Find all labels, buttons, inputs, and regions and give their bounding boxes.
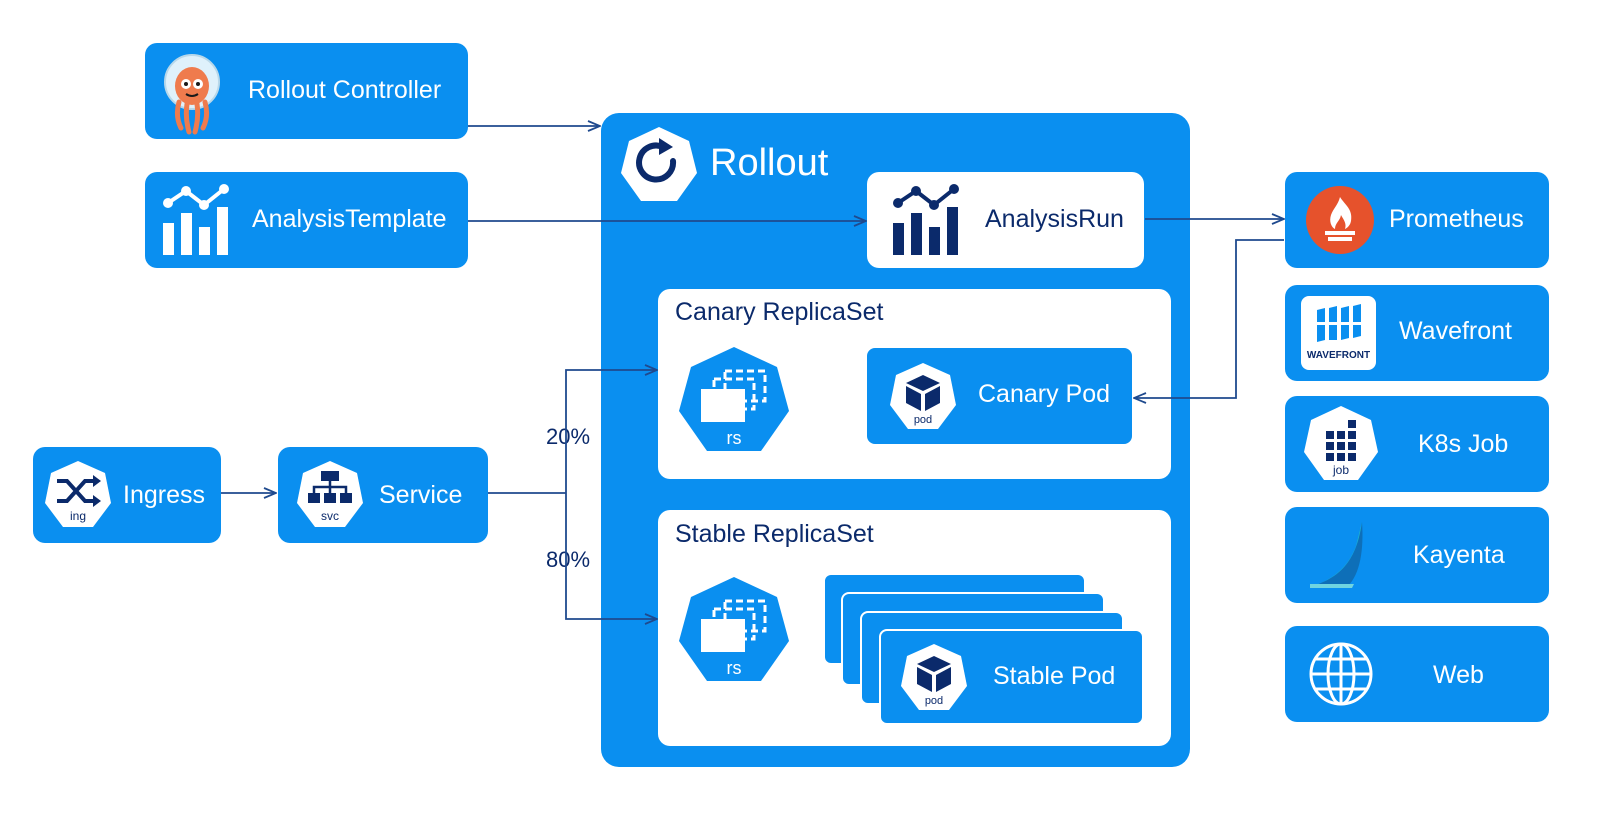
rs-text: rs <box>727 658 742 678</box>
pod-text: pod <box>914 414 932 426</box>
stable-traffic-percent: 80% <box>546 547 591 572</box>
job-text: job <box>1332 463 1349 477</box>
wavefront-logo-icon: WAVEFRONT <box>1301 296 1376 370</box>
rollout-refresh-icon <box>621 127 697 201</box>
canary-pod-label: Canary Pod <box>978 380 1111 408</box>
service-hierarchy-icon: svc <box>297 461 363 527</box>
arrow-service-to-stable <box>565 493 657 619</box>
job-grid-icon: job <box>1304 406 1378 480</box>
pod-cube-icon: pod <box>901 644 967 710</box>
web-label: Web <box>1433 661 1484 689</box>
globe-icon <box>1309 642 1373 706</box>
arrow-prometheus-to-canary-pod <box>1134 239 1284 398</box>
wavefront-logo-text: WAVEFRONT <box>1307 350 1370 361</box>
k8s-job-label: K8s Job <box>1418 430 1509 458</box>
wavefront-label: Wavefront <box>1399 317 1513 345</box>
stable-replicaset-title: Stable ReplicaSet <box>675 520 874 548</box>
prometheus-flame-icon <box>1306 186 1374 254</box>
analytics-chart-icon <box>163 184 229 255</box>
stable-pod-label: Stable Pod <box>993 662 1116 690</box>
replicaset-icon: rs <box>679 577 789 681</box>
kayenta-sail-icon <box>1310 522 1363 588</box>
analysis-template-box[interactable] <box>145 172 468 268</box>
pod-cube-icon: pod <box>890 363 956 429</box>
ingress-shuffle-icon: ing <box>45 461 111 527</box>
analysis-run-label: AnalysisRun <box>985 205 1124 233</box>
replicaset-icon: rs <box>679 347 789 451</box>
kayenta-label: Kayenta <box>1413 541 1505 569</box>
prometheus-label: Prometheus <box>1389 205 1524 233</box>
service-label: Service <box>379 481 463 509</box>
analysis-template-label: AnalysisTemplate <box>252 205 447 233</box>
arrow-service-to-canary <box>565 370 657 493</box>
ing-text: ing <box>70 509 86 523</box>
canary-replicaset-title: Canary ReplicaSet <box>675 298 884 326</box>
rs-text: rs <box>727 428 742 448</box>
argo-octopus-icon <box>164 54 220 135</box>
ingress-label: Ingress <box>123 481 205 509</box>
rollout-controller-label: Rollout Controller <box>248 76 442 104</box>
analytics-chart-icon <box>893 184 959 255</box>
svc-text: svc <box>321 509 339 523</box>
rollout-title: Rollout <box>710 142 829 184</box>
canary-traffic-percent: 20% <box>546 424 591 449</box>
pod-text: pod <box>925 695 943 707</box>
